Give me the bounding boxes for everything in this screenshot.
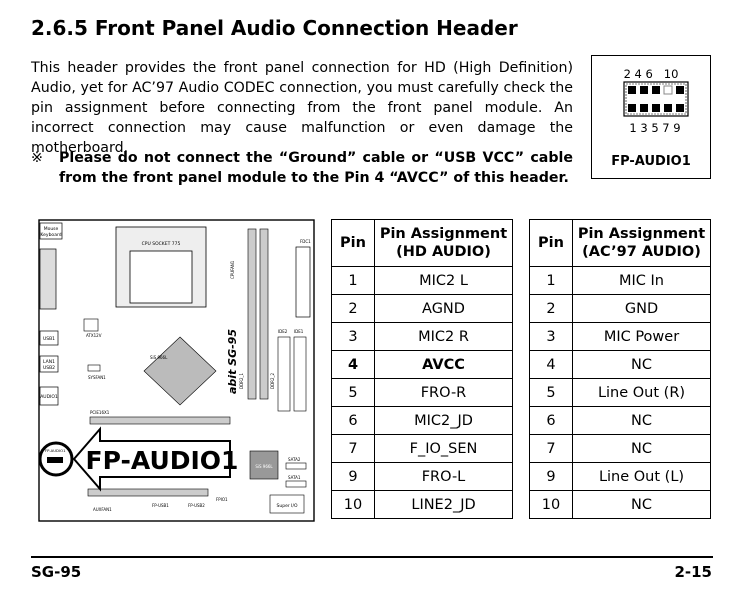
label-superio: Super I/O (277, 503, 298, 509)
callout-label: FP-AUDIO1 (86, 446, 239, 475)
label-lan: LAN1 (43, 359, 55, 365)
note-text: Please do not connect the “Ground” cable… (59, 150, 573, 186)
footer-model: SG-95 (31, 563, 82, 581)
label-sata2: SATA2 (288, 457, 301, 462)
label-sis-south: SiS 966L (255, 464, 273, 469)
label-auxfan: AUXFAN1 (93, 507, 112, 512)
label-ide2: IDE2 (278, 329, 288, 334)
footer-divider (31, 556, 713, 558)
label-sysfan: SYSFAN1 (88, 375, 106, 380)
label-atx: ATX12V (86, 333, 102, 338)
label-ddr1: DDR2_1 (239, 373, 244, 389)
pin-header-label: FP-AUDIO1 (611, 154, 691, 169)
warning-note: ※ Please do not connect the “Ground” cab… (31, 148, 573, 188)
ac97-header-pin: Pin (529, 219, 573, 267)
label-fpusb1: FP-USB1 (152, 503, 169, 508)
label-fp-audio-small: FP-AUDIO1 (45, 448, 66, 453)
label-ddr2: DDR2_2 (270, 373, 275, 389)
label-usb1: USB1 (43, 336, 55, 342)
hd-header-assign: Pin Assignment(HD AUDIO) (374, 219, 513, 267)
label-cpu-fan: CPUFAN1 (230, 260, 235, 279)
pin-header-diagram: 2 4 6 10 1 3 5 7 9 FP-AUDIO1 (591, 55, 711, 179)
label-ide1: IDE1 (294, 329, 304, 334)
pin-numbers-bottom: 1 3 5 7 9 (629, 121, 680, 135)
page-title: 2.6.5 Front Panel Audio Connection Heade… (31, 16, 518, 40)
ac97-header-assign: Pin Assignment(AC’97 AUDIO) (572, 219, 711, 267)
pin-bottom-row (628, 104, 684, 112)
intro-paragraph: This header provides the front panel con… (31, 60, 573, 156)
label-usb2: USB2 (43, 365, 55, 371)
footer-page-number: 2-15 (674, 563, 712, 581)
label-mouse: Mouse (44, 226, 59, 232)
label-cpu-socket: CPU SOCKET 775 (142, 241, 181, 247)
hd-header-pin: Pin (331, 219, 375, 267)
pin-top-row (628, 86, 684, 94)
motherboard-layout: Mouse Keyboard USB1 LAN1 USB2 AUDIO1 CPU… (38, 219, 315, 522)
label-pcie: PCIE16X1 (90, 410, 110, 415)
note-mark-icon: ※ (31, 150, 43, 166)
label-fpio: FPIO1 (216, 497, 228, 502)
pin-header-graphic: 2 4 6 10 1 3 5 7 9 (623, 67, 689, 135)
label-sis: SiS 966L (150, 355, 168, 360)
label-fpusb2: FP-USB2 (188, 503, 205, 508)
label-keyboard: Keyboard (40, 232, 61, 238)
label-fdc: FDC1 (300, 239, 311, 244)
label-audio: AUDIO1 (40, 394, 58, 400)
label-sata1: SATA1 (288, 475, 301, 480)
board-brand: abit SG-95 (226, 329, 239, 394)
pin-numbers-top: 2 4 6 10 (624, 67, 679, 81)
